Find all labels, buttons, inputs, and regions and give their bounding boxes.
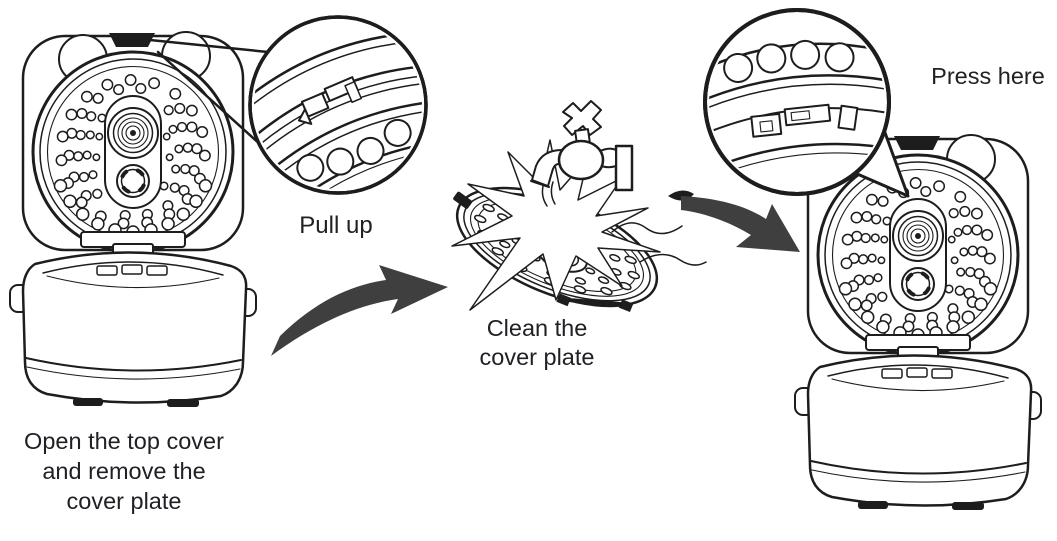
magnifier-pull-up bbox=[148, 15, 428, 195]
plate-handle bbox=[453, 191, 473, 209]
water-splash bbox=[451, 139, 661, 311]
magnifier-press-here bbox=[703, 8, 910, 198]
cooker-left-illustration bbox=[8, 30, 258, 409]
clean-caption: Clean the cover plate bbox=[479, 315, 595, 370]
arrow-step2-to-step3 bbox=[681, 196, 800, 252]
pull-up-label: Pull up bbox=[299, 212, 373, 239]
latch-detail bbox=[750, 112, 783, 138]
faucet-icon bbox=[530, 100, 634, 207]
step1-caption: Open the top cover and remove the cover … bbox=[24, 428, 224, 514]
plate-bracket bbox=[562, 297, 627, 307]
arrow-step1-to-step2 bbox=[271, 265, 448, 356]
cooker-right-illustration bbox=[793, 133, 1043, 512]
press-here-label: Press here bbox=[931, 63, 1045, 89]
faucet-handle bbox=[562, 100, 602, 136]
